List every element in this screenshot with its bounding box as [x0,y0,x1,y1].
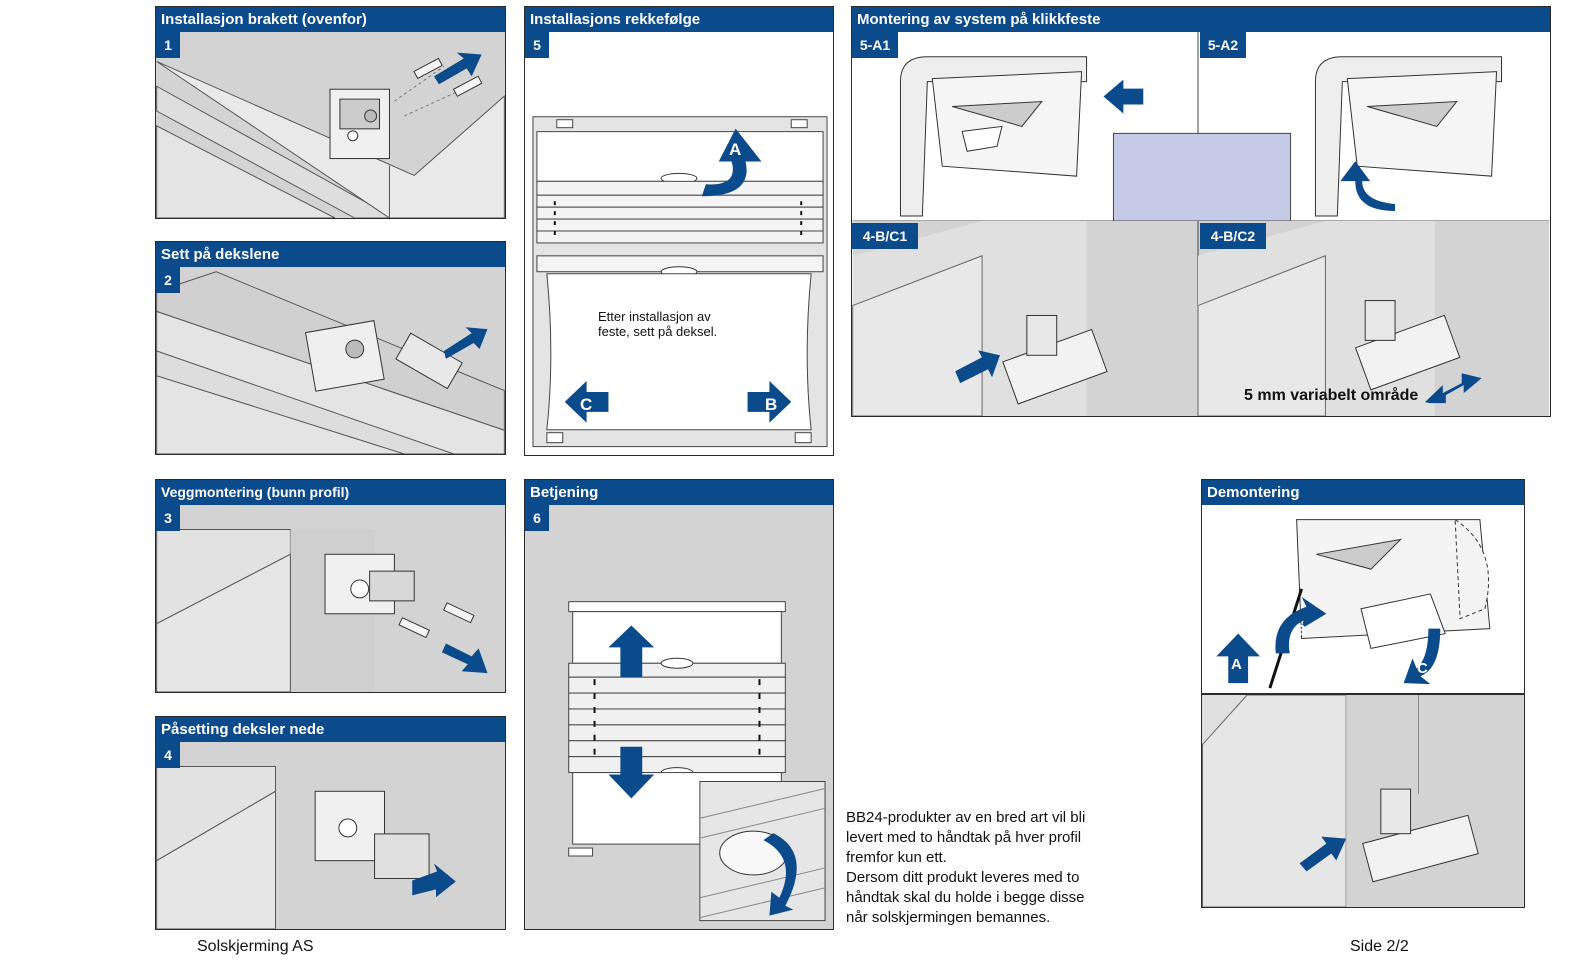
step-number: 6 [525,505,549,531]
step-number: 1 [156,32,180,58]
panel-dismount: Demontering A B C [1201,479,1525,694]
operation-illustration [568,601,826,922]
arrow-a-label: A [729,140,742,159]
label-5-a1: 5-A1 [852,32,898,58]
arrow-a-icon [1216,633,1260,684]
arrow-curve-icon [1340,161,1396,212]
panel-dismount-bracket [1201,694,1525,908]
panel-title: Påsetting deksler nede [156,717,505,742]
dismount-bracket-illustration [1202,695,1524,907]
arrow-icon [443,327,488,359]
installation-note: Etter installasjon av feste, sett på dek… [598,309,718,339]
arrow-icon [412,863,456,898]
panel-attach-covers-bottom: Påsetting deksler nede 4 [155,716,506,930]
click-mount-illustration [852,31,1550,416]
arrow-c-label: C [580,395,593,414]
arrow-b-label: B [765,395,778,414]
panel-click-mount-system: Montering av system på klikkfeste 5-A1 5… [851,6,1551,417]
dismount-illustration [1216,518,1491,689]
bracket-top-illustration [156,52,505,218]
panel-installation-bracket-top: Installasjon brakett (ovenfor) 1 [155,6,506,219]
handle-instructions-text: BB24-produkter av en bred art vil bli le… [846,809,1086,926]
bottom-covers-illustration [156,766,456,929]
wall-mounting-illustration [156,529,488,692]
arrow-up-icon [608,625,655,678]
panel-operation: Betjening 6 [524,479,834,930]
arrow-icon [434,52,482,85]
step-number: 5 [525,32,549,58]
panel-title: Montering av system på klikkfeste [852,7,1550,32]
panel-attach-covers: Sett på dekslene 2 [155,241,506,455]
arrow-icon [441,643,488,674]
panel-title: Installasjon brakett (ovenfor) [156,7,505,32]
panel-title: Installasjons rekkefølge [525,7,833,32]
rotate-arrow-icon [763,833,797,916]
double-arrow-icon [1424,373,1482,404]
arrow-b-label: B [1295,622,1306,639]
arrow-left-icon [1103,79,1144,114]
arrow-icon [955,350,1000,384]
range-label: 5 mm variabelt område [1244,387,1419,404]
step-number: 2 [156,267,180,293]
panel-title: Demontering [1202,480,1524,505]
arrow-icon [1299,836,1347,872]
label-4-bc1: 4-B/C1 [852,223,918,249]
arrow-c-label: C [1417,660,1428,677]
panel-wall-mounting: Veggmontering (bunn profil) 3 [155,479,506,693]
installation-order-illustration [532,116,828,448]
arrow-b-icon [1275,596,1327,654]
footer-page-number: Side 2/2 [1350,938,1409,955]
panel-installation-order: Installasjons rekkefølge 5 Etter install… [524,6,834,456]
panel-title: Veggmontering (bunn profil) [156,480,505,505]
step-number: 3 [156,505,180,531]
label-4-bc2: 4-B/C2 [1200,223,1266,249]
panel-title: Betjening [525,480,833,505]
attach-covers-illustration [156,271,505,454]
arrow-a-icon [701,128,762,197]
footer-company: Solskjerming AS [197,938,314,955]
arrow-down-icon [608,746,655,799]
arrow-a-label: A [1231,656,1242,673]
step-number: 4 [156,742,180,768]
arrow-c-icon [1403,628,1441,685]
label-5-a2: 5-A2 [1200,32,1246,58]
panel-title: Sett på dekslene [156,242,505,267]
